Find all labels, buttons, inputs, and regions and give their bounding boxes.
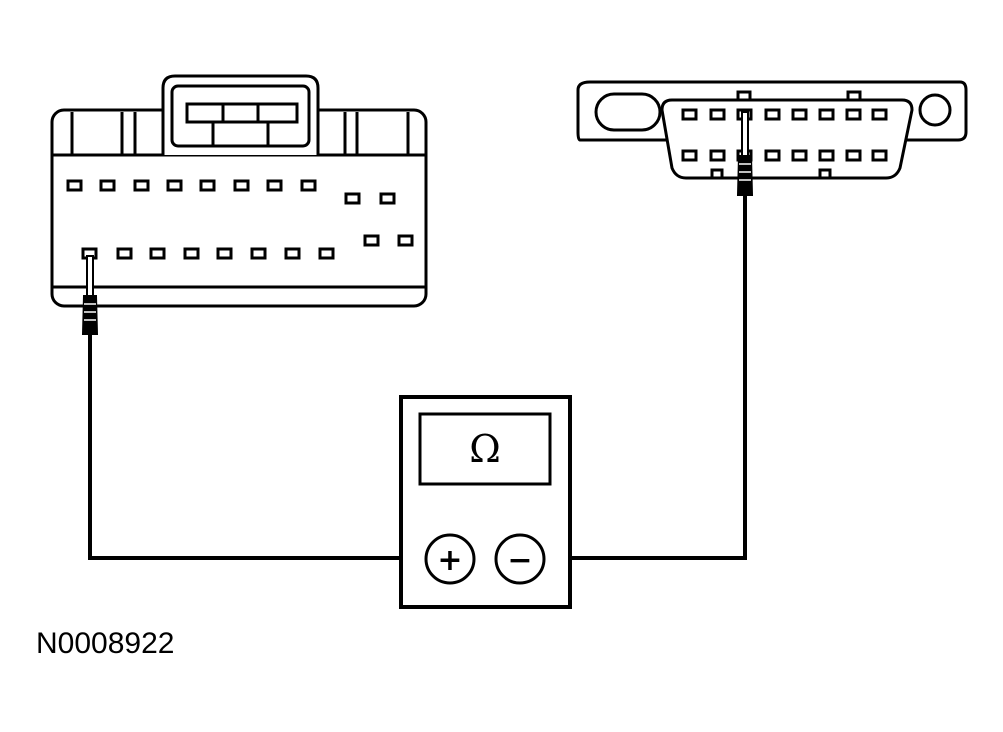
multimeter-display xyxy=(418,412,552,486)
pin-cavity xyxy=(99,179,116,192)
ohm-symbol: Ω xyxy=(469,427,501,471)
pin-cavity xyxy=(845,108,862,121)
pin-cavity xyxy=(284,247,301,260)
pin-cavity xyxy=(66,179,83,192)
figure-id-label: N0008922 xyxy=(36,627,175,660)
pin-cavity xyxy=(233,179,250,192)
pin-cavity xyxy=(845,149,862,162)
pin-cavity xyxy=(363,234,380,247)
pin-cavity xyxy=(791,149,808,162)
pin-cavity xyxy=(250,247,267,260)
pin-cavity xyxy=(681,149,698,162)
pin-cavity xyxy=(149,247,166,260)
negative-terminal xyxy=(494,533,546,585)
pin-cavity xyxy=(199,179,216,192)
positive-probe xyxy=(81,255,99,335)
pin-cavity xyxy=(116,247,133,260)
pin-cavity xyxy=(183,247,200,260)
harness-connector xyxy=(50,74,428,308)
pin-cavity xyxy=(166,179,183,192)
positive-terminal-label: + xyxy=(437,543,462,578)
pin-cavity xyxy=(681,108,698,121)
pin-cavity xyxy=(216,247,233,260)
pin-cavity xyxy=(818,108,835,121)
pin-cavity xyxy=(318,247,335,260)
multimeter: Ω + − xyxy=(399,395,572,609)
data-link-connector xyxy=(576,80,968,180)
negative-lead-wire xyxy=(545,195,747,560)
pin-cavity xyxy=(709,108,726,121)
pin-cavity xyxy=(764,108,781,121)
pin-cavity xyxy=(709,149,726,162)
negative-probe xyxy=(736,111,754,196)
pin-cavity xyxy=(344,192,361,205)
pin-cavity xyxy=(764,149,781,162)
pin-cavity xyxy=(818,149,835,162)
positive-terminal xyxy=(424,533,476,585)
pin-cavity xyxy=(379,192,396,205)
harness-connector-cavities xyxy=(66,179,414,260)
pin-cavity xyxy=(300,179,317,192)
test-leads xyxy=(88,195,747,560)
negative-terminal-label: − xyxy=(507,543,532,578)
mounting-slot xyxy=(594,92,662,132)
pin-cavity xyxy=(266,179,283,192)
mounting-hole xyxy=(918,93,952,127)
pin-cavity xyxy=(871,149,888,162)
pin-cavity xyxy=(791,108,808,121)
pin-cavity xyxy=(133,179,150,192)
pin-cavity xyxy=(397,234,414,247)
positive-lead-wire xyxy=(88,334,425,560)
pin-cavity xyxy=(871,108,888,121)
